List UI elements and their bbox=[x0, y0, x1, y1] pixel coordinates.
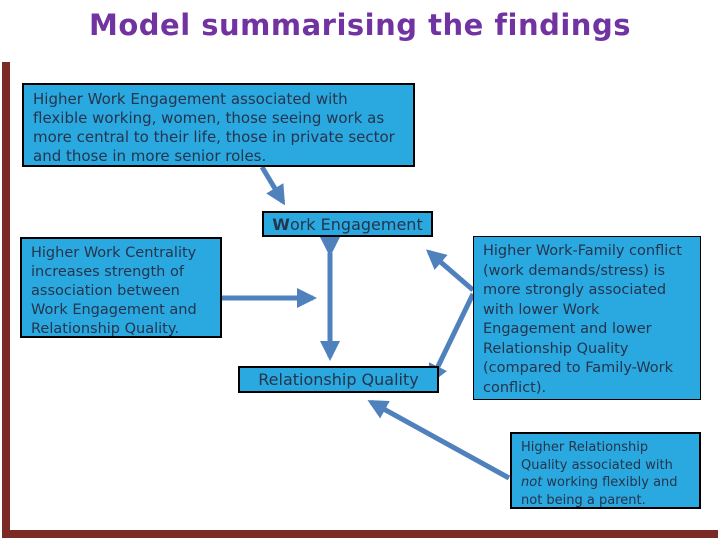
finding-box-work-centrality: Higher Work Centrality increases strengt… bbox=[20, 237, 222, 338]
finding-text: Higher Work Engagement associated with f… bbox=[33, 90, 395, 165]
arrow-topbox-to-work-engagement bbox=[259, 165, 286, 206]
finding-text-after: working flexibly and not being a parent. bbox=[521, 475, 678, 508]
bottom-border-bar bbox=[2, 530, 718, 538]
arrow-bottombox-to-relationship-quality bbox=[367, 399, 511, 481]
finding-box-relationship-quality: Higher Relationship Quality associated w… bbox=[510, 432, 701, 509]
finding-box-work-engagement-predictors: Higher Work Engagement associated with f… bbox=[22, 83, 415, 167]
left-border-bar bbox=[2, 62, 10, 538]
finding-text-before: Higher Relationship Quality associated w… bbox=[521, 440, 673, 473]
slide-title: Model summarising the findings bbox=[89, 8, 631, 42]
finding-box-work-family-conflict: Higher Work-Family conflict (work demand… bbox=[473, 236, 701, 400]
work-engagement-node: Work Engagement bbox=[262, 211, 433, 237]
arrow-rightbox-to-work-engagement bbox=[425, 249, 475, 292]
finding-text: Higher Work Centrality increases strengt… bbox=[31, 245, 197, 337]
finding-text: Higher Work-Family conflict (work demand… bbox=[483, 243, 682, 396]
relationship-quality-node: Relationship Quality bbox=[238, 366, 439, 393]
finding-text-italic-not: not bbox=[521, 475, 543, 490]
